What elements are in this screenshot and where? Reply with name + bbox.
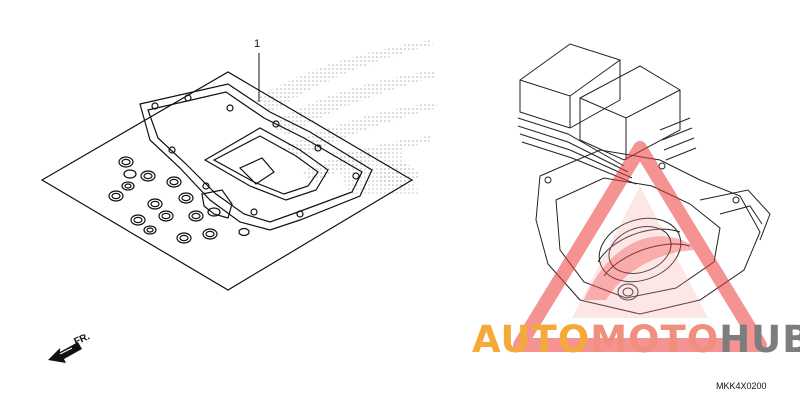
- watermark-part-moto: MOTO: [590, 318, 720, 361]
- front-arrow-icon: [48, 342, 82, 363]
- engine-illustration: [517, 43, 771, 315]
- gasket-kit-illustration: [40, 71, 414, 291]
- watermark-part-auto: AUTO: [472, 318, 591, 361]
- honda-wing-icon: [255, 40, 438, 196]
- drawing-code: MKK4X0200: [716, 381, 767, 391]
- watermark-part-hub: HUB: [719, 318, 800, 361]
- watermark-triangle-icon: [513, 141, 767, 352]
- watermark-text: AUTOMOTOHUB: [472, 318, 800, 361]
- callout-number: 1: [254, 38, 261, 50]
